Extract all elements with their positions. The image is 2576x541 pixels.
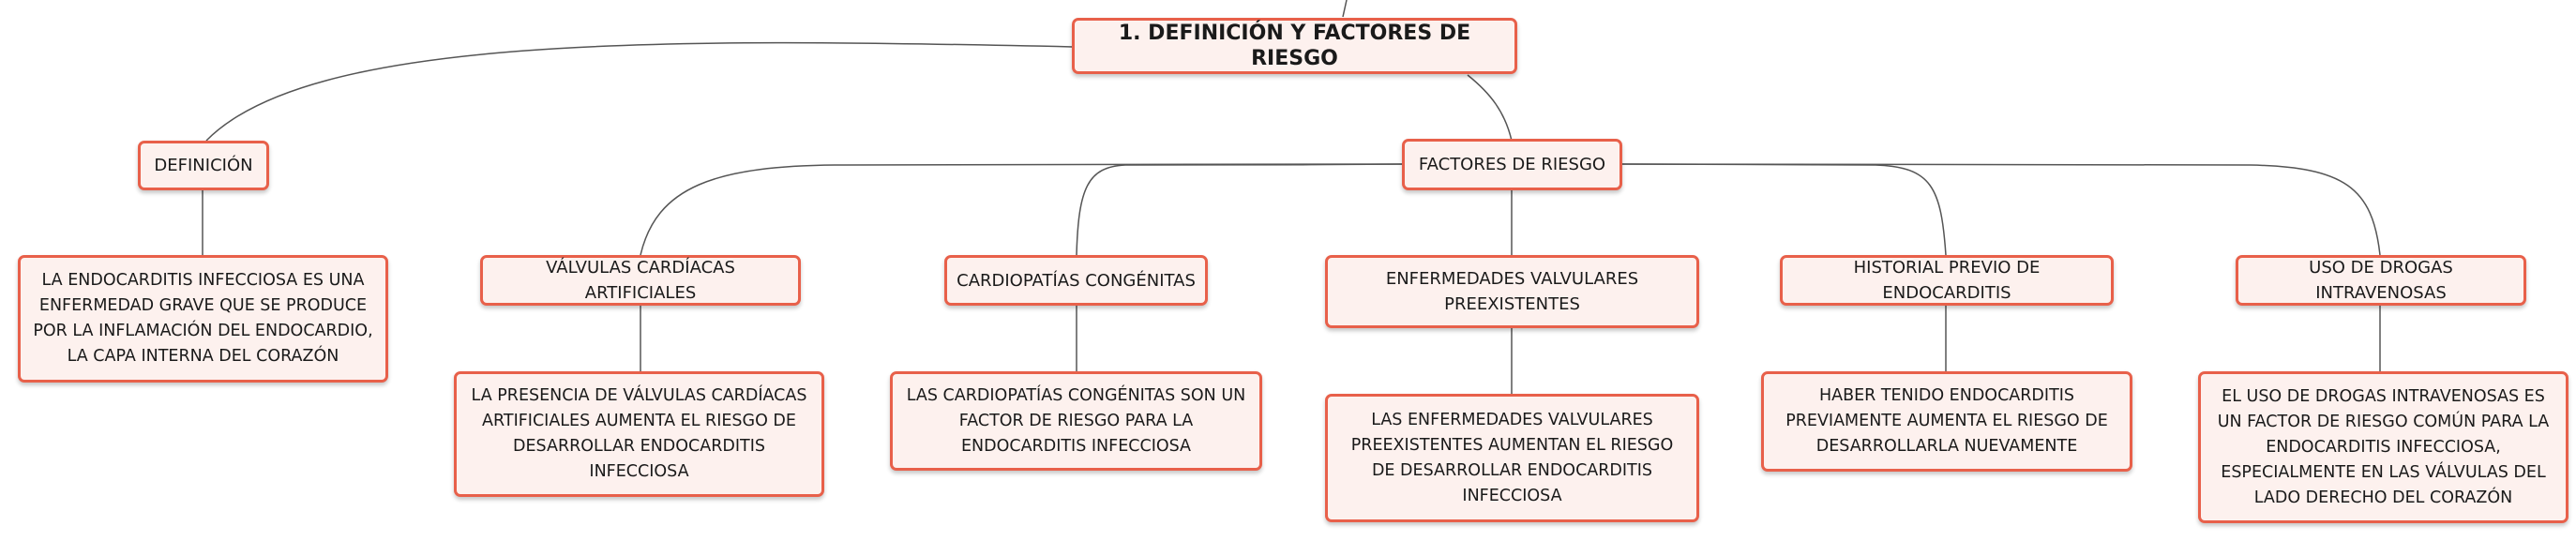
- detail-text: EL USO DE DROGAS INTRAVENOSAS ES UN FACT…: [2217, 386, 2550, 507]
- detail-valvulas-artificiales[interactable]: LA PRESENCIA DE VÁLVULAS CARDÍACAS ARTIF…: [454, 371, 824, 497]
- detail-text: LAS ENFERMEDADES VALVULARES PREEXISTENTE…: [1350, 410, 1674, 505]
- detail-text: HABER TENIDO ENDOCARDITIS PREVIAMENTE AU…: [1785, 386, 2108, 456]
- factor-label: USO DE DROGAS INTRAVENOSAS: [2309, 258, 2453, 303]
- factor-cardiopatias-congenitas[interactable]: CARDIOPATÍAS CONGÉNITAS: [944, 255, 1208, 306]
- detail-definicion-text: LA ENDOCARDITIS INFECCIOSA ES UNA ENFERM…: [33, 271, 373, 366]
- factor-enfermedades-valvulares[interactable]: ENFERMEDADES VALVULARES PREEXISTENTES: [1325, 255, 1699, 328]
- root-topic-label: 1. DEFINICIÓN Y FACTORES DE RIESGO: [1118, 22, 1471, 70]
- topic-definicion-label: DEFINICIÓN: [154, 156, 253, 175]
- factor-label: CARDIOPATÍAS CONGÉNITAS: [957, 270, 1196, 291]
- factor-valvulas-artificiales[interactable]: VÁLVULAS CARDÍACAS ARTIFICIALES: [480, 255, 801, 306]
- detail-drogas-intravenosas[interactable]: EL USO DE DROGAS INTRAVENOSAS ES UN FACT…: [2198, 371, 2568, 523]
- factor-label: VÁLVULAS CARDÍACAS ARTIFICIALES: [546, 258, 735, 303]
- factor-label: ENFERMEDADES VALVULARES PREEXISTENTES: [1385, 269, 1639, 314]
- detail-text: LA PRESENCIA DE VÁLVULAS CARDÍACAS ARTIF…: [471, 386, 807, 481]
- detail-cardiopatias-congenitas[interactable]: LAS CARDIOPATÍAS CONGÉNITAS SON UN FACTO…: [890, 371, 1262, 471]
- root-topic[interactable]: 1. DEFINICIÓN Y FACTORES DE RIESGO: [1072, 18, 1517, 74]
- topic-definicion[interactable]: DEFINICIÓN: [138, 141, 269, 190]
- topic-factores-label: FACTORES DE RIESGO: [1418, 155, 1606, 174]
- factor-drogas-intravenosas[interactable]: USO DE DROGAS INTRAVENOSAS: [2236, 255, 2526, 306]
- factor-label: HISTORIAL PREVIO DE ENDOCARDITIS: [1853, 258, 2041, 303]
- topic-factores-de-riesgo[interactable]: FACTORES DE RIESGO: [1402, 139, 1622, 190]
- detail-enfermedades-valvulares[interactable]: LAS ENFERMEDADES VALVULARES PREEXISTENTE…: [1325, 394, 1699, 522]
- detail-historial-previo[interactable]: HABER TENIDO ENDOCARDITIS PREVIAMENTE AU…: [1761, 371, 2132, 472]
- detail-text: LAS CARDIOPATÍAS CONGÉNITAS SON UN FACTO…: [906, 385, 1246, 456]
- factor-historial-previo[interactable]: HISTORIAL PREVIO DE ENDOCARDITIS: [1780, 255, 2114, 306]
- detail-definicion[interactable]: LA ENDOCARDITIS INFECCIOSA ES UNA ENFERM…: [18, 255, 388, 383]
